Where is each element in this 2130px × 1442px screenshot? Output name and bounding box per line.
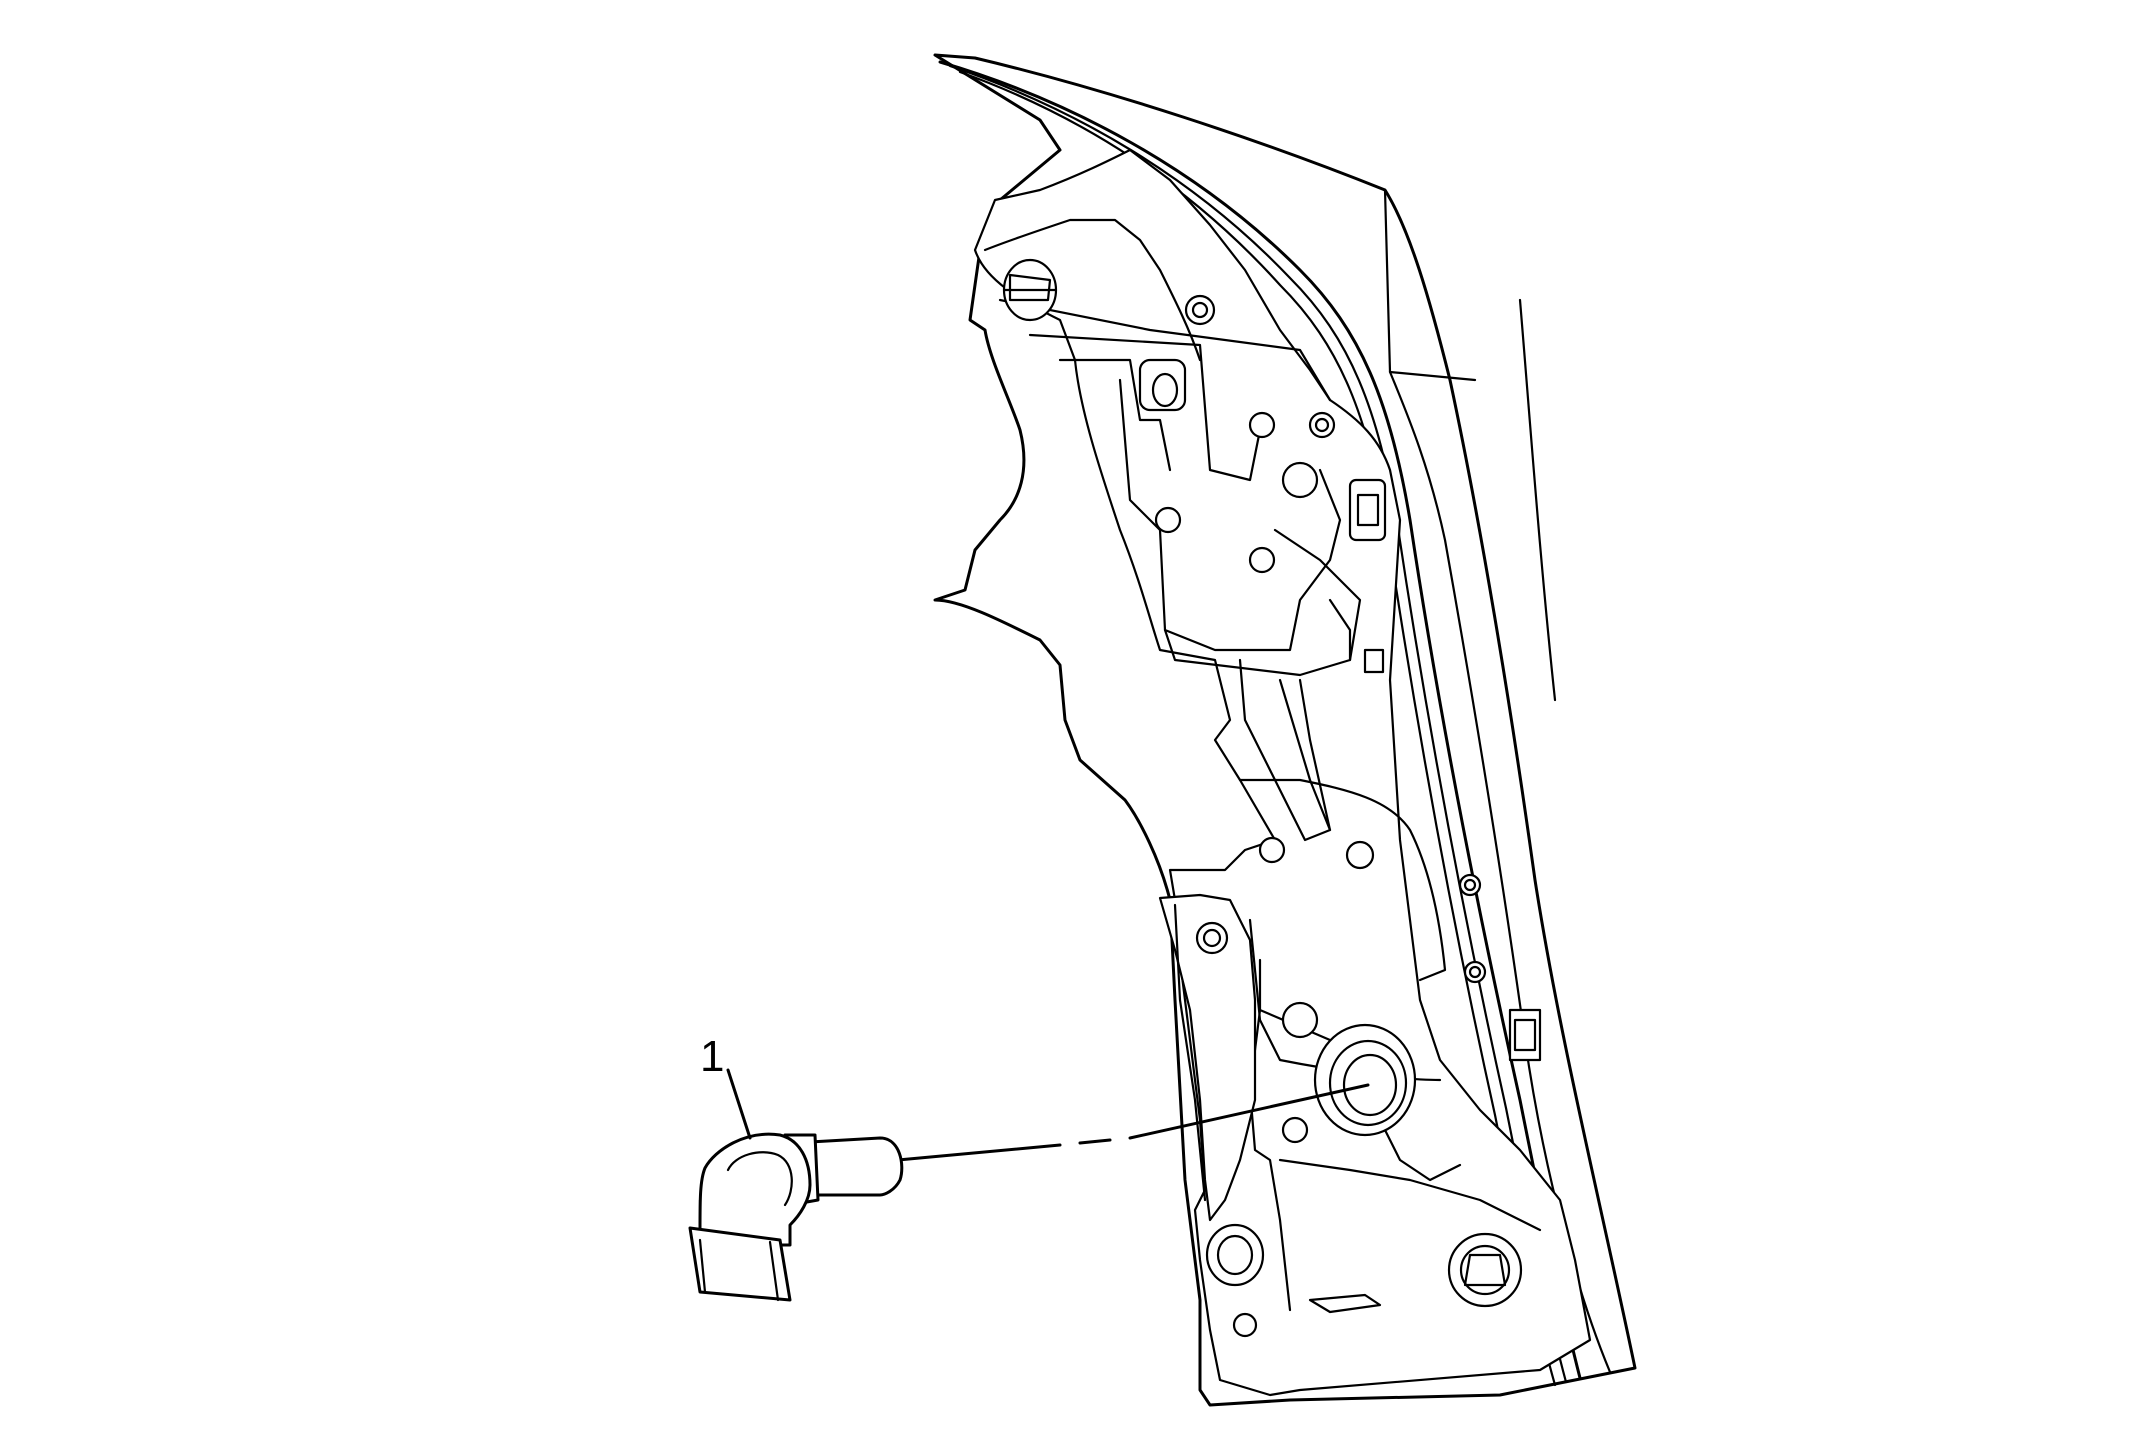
boss-10-icon (1463, 960, 1487, 984)
housing-back-panel (973, 148, 1592, 1397)
boss-8-icon (1345, 840, 1375, 870)
bulb-socket-grommet-icon (1313, 1023, 1417, 1137)
flange-hole-2-icon (1205, 1223, 1265, 1287)
boss-12-icon (1281, 1116, 1309, 1144)
boss-4-icon (1281, 461, 1319, 499)
flange-hole-1-icon (1195, 921, 1229, 955)
boss-11-icon (1281, 1001, 1319, 1039)
flange-hole-3-icon (1232, 1312, 1258, 1338)
boss-6-icon (1248, 546, 1276, 574)
insertion-path-line (896, 1083, 1370, 1162)
boss-5-icon (1154, 506, 1182, 534)
side-latch-icon (1508, 1008, 1542, 1062)
side-connector-icon (1348, 478, 1387, 542)
boss-7-icon (1258, 836, 1286, 864)
bulb-and-socket (688, 1068, 904, 1302)
connector-upper-icon (1138, 358, 1187, 412)
lower-bulb-socket-icon (1447, 1232, 1523, 1308)
callout-label-1: 1 (700, 1032, 725, 1081)
boss-2-icon (1248, 411, 1276, 439)
small-clip-icon (1363, 648, 1385, 674)
boss-1-icon (1184, 294, 1216, 326)
boss-9-icon (1458, 873, 1482, 897)
fasteners (1002, 258, 1542, 1338)
upper-twist-lock-icon (1002, 258, 1058, 322)
lower-tab-icon (1308, 1293, 1382, 1314)
boss-3-icon (1308, 411, 1336, 439)
